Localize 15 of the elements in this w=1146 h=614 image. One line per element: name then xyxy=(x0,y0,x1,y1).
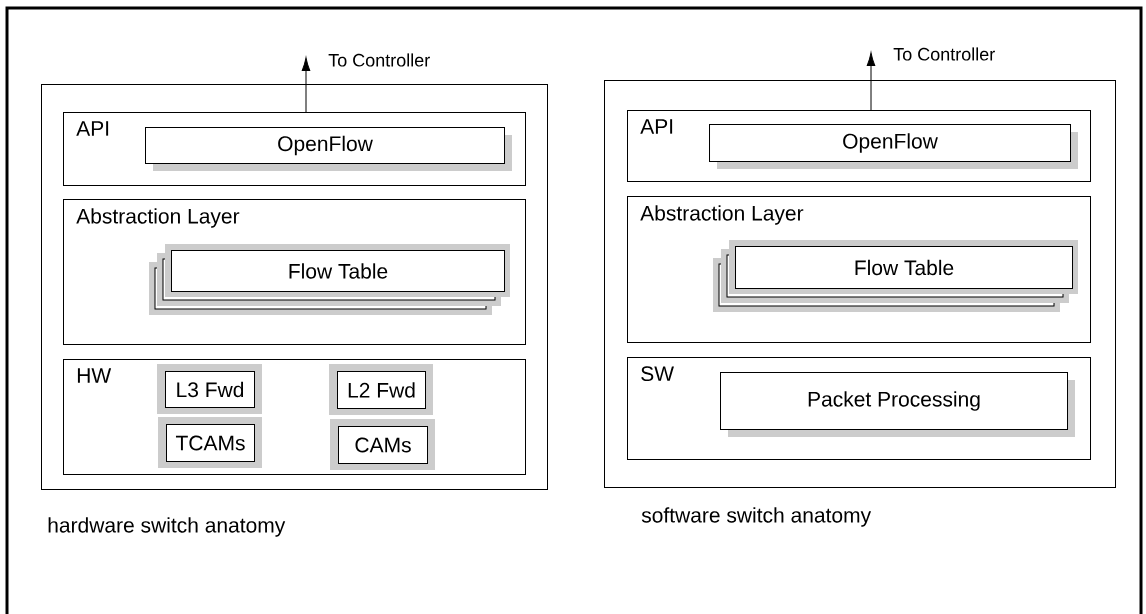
arrow xyxy=(866,52,876,111)
process-box: OpenFlow xyxy=(709,124,1078,169)
component-box: CAMs xyxy=(330,419,435,470)
stacked-table-box: Flow Table xyxy=(713,240,1078,312)
process-box: Packet Processing xyxy=(720,372,1075,437)
component-box: L2 Fwd xyxy=(329,364,433,415)
node-label: software switch anatomy xyxy=(641,507,872,527)
process-box: OpenFlow xyxy=(145,127,512,171)
component-box: TCAMs xyxy=(158,417,262,468)
node-label: hardware switch anatomy xyxy=(48,517,286,537)
arrow xyxy=(301,57,311,113)
component-box: L3 Fwd xyxy=(157,364,262,414)
edge-label: To Controller xyxy=(893,47,995,61)
stacked-table-box: Flow Table xyxy=(149,244,510,315)
edge-label: To Controller xyxy=(328,53,430,67)
